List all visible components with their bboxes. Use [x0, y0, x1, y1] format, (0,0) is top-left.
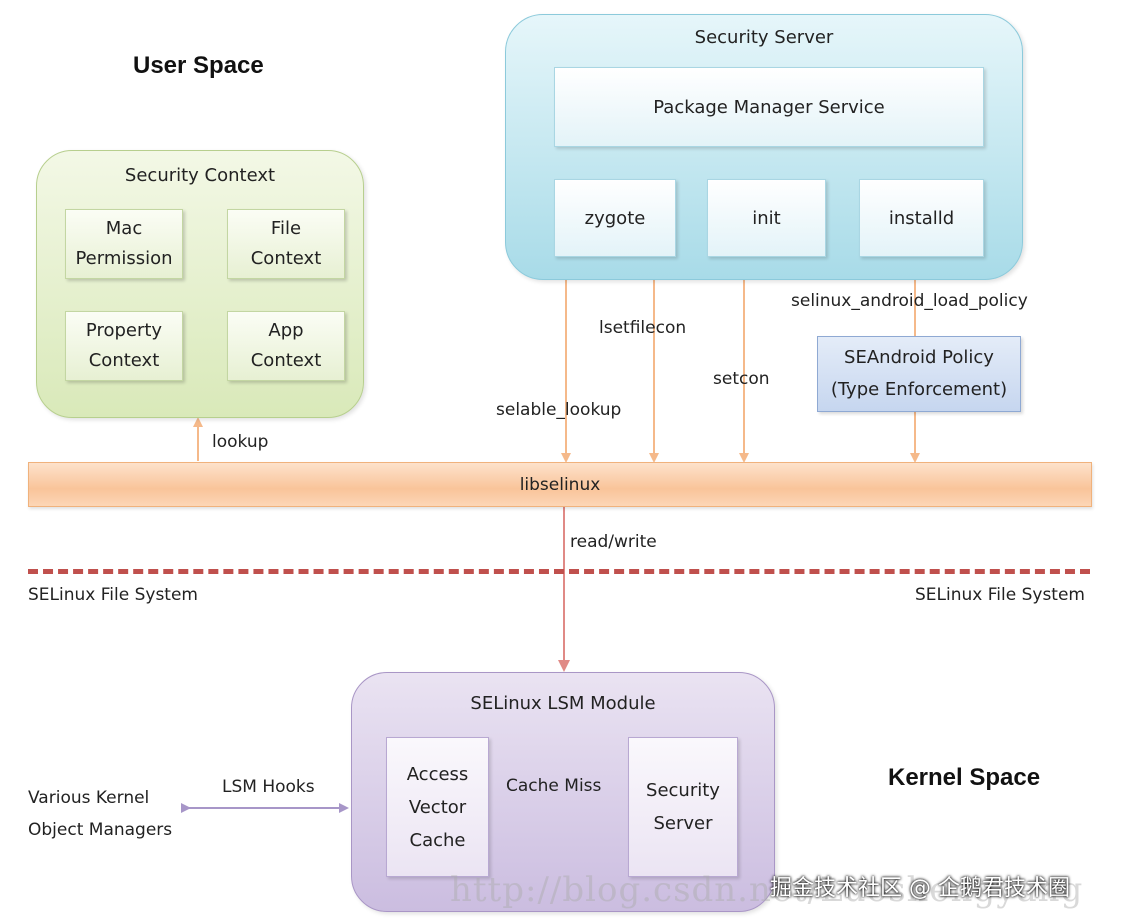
- mac-permission-box: Mac Permission: [65, 209, 183, 279]
- kernel-object-managers-label: Various Kernel Object Managers: [28, 788, 173, 840]
- user-kernel-separator: [28, 569, 1090, 574]
- cache-miss-label: Cache Miss: [506, 776, 602, 796]
- security-server-panel: Security Server Package Manager Service …: [505, 14, 1023, 280]
- init-box: init: [707, 179, 826, 257]
- lsm-hooks-label: LSM Hooks: [222, 777, 315, 797]
- security-server-title: Security Server: [694, 27, 834, 48]
- file-context-box: File Context: [227, 209, 345, 279]
- package-manager-service-box: Package Manager Service: [554, 67, 984, 147]
- selinux-lsm-module-panel: SELinux LSM Module Access Vector Cache S…: [351, 672, 775, 912]
- selable-lookup-label: selable_lookup: [496, 400, 622, 420]
- lsetfilecon-label: lsetfilecon: [599, 318, 687, 338]
- selinux-fs-left-label: SELinux File System: [28, 585, 198, 605]
- selinux-fs-right-label: SELinux File System: [915, 585, 1085, 605]
- load-policy-label: selinux_android_load_policy: [791, 291, 1028, 311]
- libselinux-bar: libselinux: [28, 462, 1092, 507]
- app-context-box: App Context: [227, 311, 345, 381]
- access-vector-cache-box: Access Vector Cache: [386, 737, 489, 877]
- security-context-title: Security Context: [124, 165, 276, 186]
- user-space-heading: User Space: [133, 52, 264, 79]
- lookup-label: lookup: [212, 432, 269, 452]
- read-write-label: read/write: [570, 532, 657, 552]
- setcon-label: setcon: [713, 369, 770, 389]
- kernel-security-server-box: Security Server: [628, 737, 738, 877]
- zygote-box: zygote: [554, 179, 676, 257]
- property-context-box: Property Context: [65, 311, 183, 381]
- installd-box: installd: [859, 179, 984, 257]
- community-watermark: 掘金技术社区 @ 企鹅君技术圈: [770, 876, 1070, 901]
- lsm-module-title: SELinux LSM Module: [470, 693, 656, 714]
- blog-url-watermark: http://blog.csdn.net/Luoshengyang: [450, 870, 1084, 910]
- kernel-space-heading: Kernel Space: [888, 764, 1041, 791]
- seandroid-policy-box: SEAndroid Policy (Type Enforcement): [817, 336, 1021, 412]
- security-context-panel: Security Context Mac Permission File Con…: [36, 150, 364, 418]
